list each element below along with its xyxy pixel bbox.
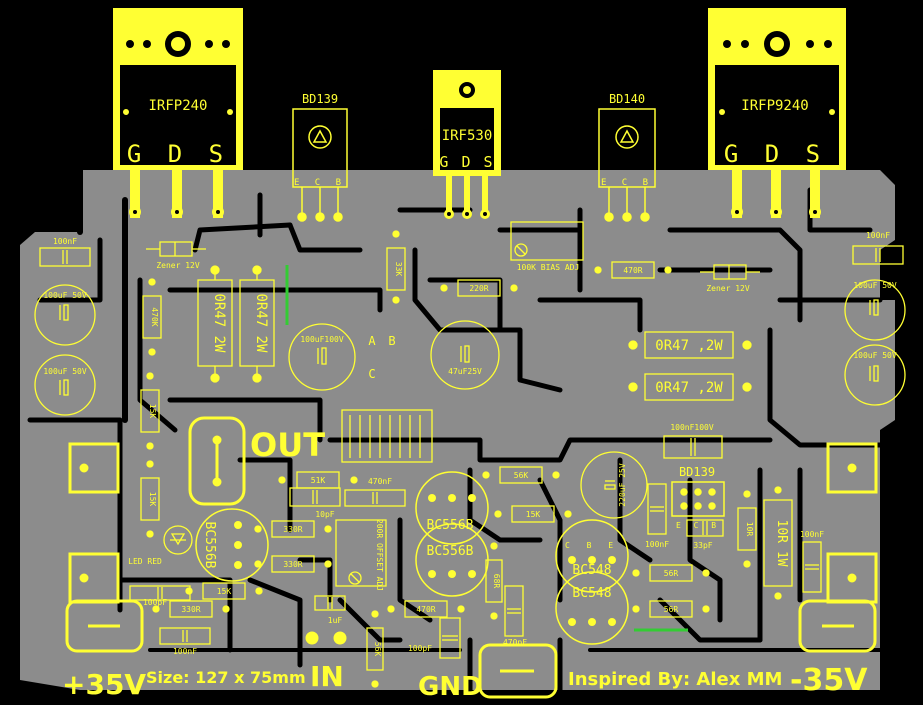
cap-100pf-b-label: 100pF <box>408 644 432 653</box>
jumper-wires <box>285 265 688 632</box>
zener-left-label: Zener 12V <box>156 261 200 270</box>
res-220r-label: 220R <box>469 284 488 293</box>
res-emit3-label: 0R47 ,2W <box>655 338 723 354</box>
t3-label: BC548 <box>572 563 611 578</box>
cap-47uf-label: 47uF25V <box>448 367 482 376</box>
res-10r-label: 10R <box>745 522 754 537</box>
cap-100nf100-label: 100nF100V <box>670 423 714 432</box>
credit-label: Inspired By: Alex MM <box>568 669 782 690</box>
cap-470nf-label: 470nF <box>368 477 392 486</box>
irfp9240-label: IRFP9240 <box>741 98 808 114</box>
capacitors: 100nF 100uF 50V 100uF 50V 100nF 100uF 50… <box>34 231 906 659</box>
cap-100pf-label: 100pF <box>143 598 167 607</box>
irfp9240-transistor: IRFP9240 G D S <box>708 8 846 218</box>
res-emit2-label: 0R47 2W <box>253 293 269 353</box>
size-label: Size: 127 x 75mm <box>146 668 306 687</box>
zener-right-label: Zener 12V <box>706 284 750 293</box>
res-10r-1w-label: 10R 1W <box>774 520 789 567</box>
res-330r-a-label: 330R <box>283 525 302 534</box>
res-51k-label: 51K <box>311 476 326 485</box>
res-470r-top-label: 470R <box>623 266 642 275</box>
res-56k-label: 56K <box>514 471 529 480</box>
cap-100uf50-a-label: 100uF 50V <box>43 291 87 300</box>
res-56r-b-label: 56R <box>664 605 679 614</box>
bd139-bottom-transistor: BD139 E C B <box>671 465 725 530</box>
cap-33pf-label: 33pF <box>693 541 712 550</box>
copper-layer <box>20 170 895 690</box>
cap-100nf-tr-label: 100nF <box>866 231 890 240</box>
bd140-top-label: BD140 <box>609 92 645 106</box>
bd139-top-transistor: BD139 E C B <box>292 92 348 222</box>
t3-pins: C B E <box>565 541 619 550</box>
bias-adj-label: 100K BIAS ADJ <box>517 263 580 272</box>
node-a-label: A <box>368 334 376 348</box>
t5-label: BC556B <box>202 522 217 569</box>
res-emit4-label: 0R47 ,2W <box>655 380 723 396</box>
cap-100uf100-label: 100uF100V <box>300 335 344 344</box>
res-emit1-label: 0R47 2W <box>211 293 227 353</box>
res-330r-b-label: 330R <box>283 560 302 569</box>
resistors: 0R47 2W 0R47 2W 0R47 ,2W 0R47 ,2W 33K 22… <box>140 230 793 688</box>
node-c-label: C <box>368 367 375 381</box>
irfp240-pins: G D S <box>127 140 229 168</box>
led-label: LED RED <box>128 557 162 566</box>
res-470r-bot-label: 470R <box>416 605 435 614</box>
cap-100nf-r-label: 100nF <box>645 540 669 549</box>
bd139-bottom-pins: E C B <box>676 521 720 530</box>
cap-220uf-label: 220uF 25V <box>618 463 627 507</box>
res-15k-d-label: 15K <box>217 587 232 596</box>
irf530-pins: G D S <box>439 153 494 171</box>
irfp240-transistor: IRFP240 G D S <box>113 8 243 218</box>
res-470k-label: 470K <box>150 307 159 326</box>
cap-470pf-label: 470pF <box>503 638 527 647</box>
bd139-top-pins: E C B <box>294 178 346 188</box>
cap-1uf-label: 1uF <box>328 616 343 625</box>
minus35v-label: -35V <box>790 663 868 698</box>
offset-adj-label: 200R OFFSET ADJ <box>375 519 384 591</box>
res-68r-label: 68R <box>492 574 501 589</box>
bd140-top-pins: E C B <box>601 178 653 188</box>
bd140-top-transistor: BD140 E C B <box>598 92 656 222</box>
node-b-label: B <box>388 334 395 348</box>
out-label: OUT <box>250 426 325 464</box>
cap-100uf50-b-label: 100uF 50V <box>43 367 87 376</box>
res-15k-b-label: 15K <box>148 492 157 507</box>
cap-100nf-tl-label: 100nF <box>53 237 77 246</box>
t4-label: BC548 <box>572 586 611 601</box>
res-33k-label: 33K <box>394 262 403 277</box>
cap-10pf-label: 10pF <box>315 510 334 519</box>
cap-100nf-rr-label: 100nF <box>800 530 824 539</box>
cap-100uf50-c-label: 100uF 50V <box>853 281 897 290</box>
irf530-label: IRF530 <box>442 128 493 144</box>
irf530-transistor: IRF530 G D S <box>433 70 501 219</box>
cap-100uf50-d-label: 100uF 50V <box>853 351 897 360</box>
misc-components: Zener 12V Zener 12V 100K BIAS ADJ 200R O… <box>128 221 760 591</box>
res-56r-a-label: 56R <box>664 569 679 578</box>
bd139-bottom-label: BD139 <box>679 465 715 479</box>
res-15k-c-label: 15K <box>526 510 541 519</box>
gnd-label: GND <box>418 672 483 702</box>
t1-label: BC556B <box>427 518 474 533</box>
res-330r-c-label: 330R <box>181 605 200 614</box>
connectors <box>65 416 878 699</box>
plus35v-label: +35V <box>62 668 146 701</box>
board-labels: OUT IN GND +35V -35V Size: 127 x 75mm In… <box>62 426 868 702</box>
t2-label: BC556B <box>427 544 474 559</box>
irfp9240-pins: G D S <box>724 140 826 168</box>
irfp240-label: IRFP240 <box>148 98 207 114</box>
small-transistors: BC556B BC556B BC548 C B E BC548 BC556B <box>195 471 629 645</box>
bd139-top-label: BD139 <box>302 92 338 106</box>
res-15k-a-label: 15K <box>148 404 157 419</box>
res-56k-bot-label: 56K <box>373 642 382 657</box>
in-label: IN <box>310 660 344 693</box>
cap-100nf-bl-label: 100nF <box>173 647 197 656</box>
